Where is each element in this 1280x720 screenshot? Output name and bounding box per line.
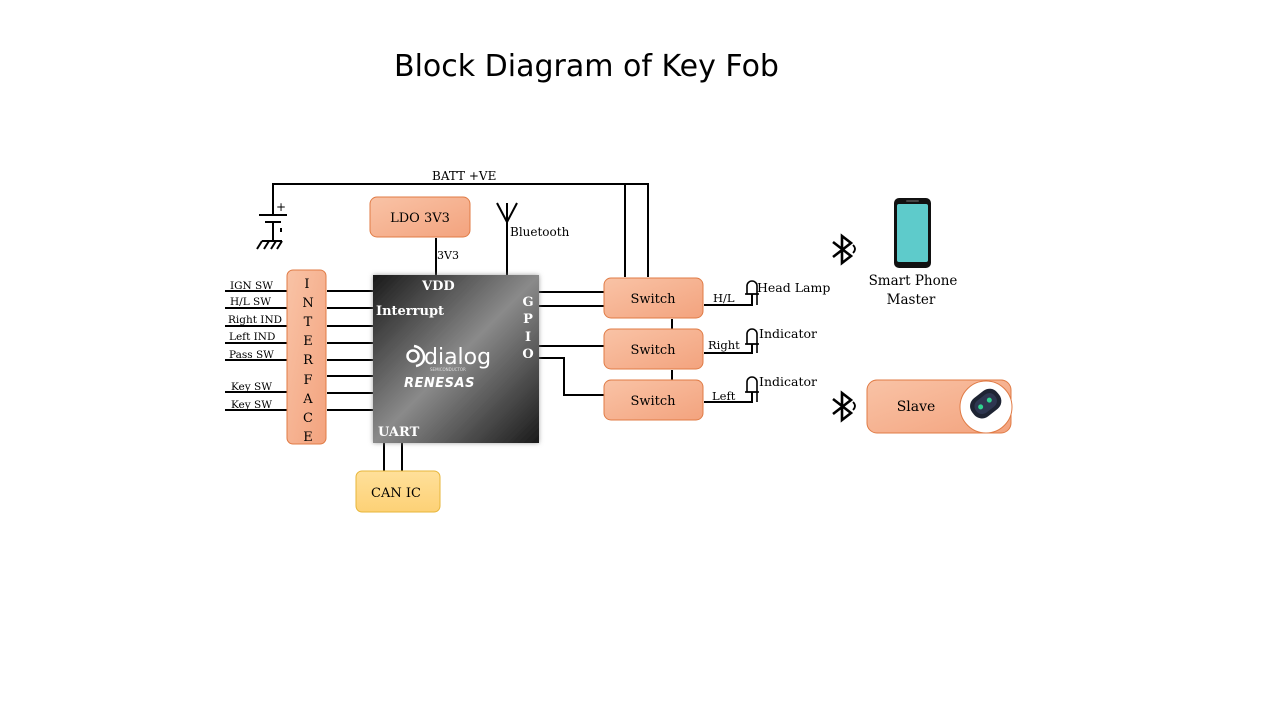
key-fob-icon (970, 388, 1002, 419)
interface-letter: R (303, 353, 314, 368)
input-label: Pass SW (229, 349, 274, 361)
mcu-interrupt-label: Interrupt (376, 304, 444, 319)
phone-label-line2: Master (887, 292, 936, 308)
interface-letter: A (302, 392, 313, 407)
bluetooth-icon (832, 233, 856, 266)
input-label: Key SW (231, 381, 272, 393)
load-label: Head Lamp (757, 280, 830, 295)
can-ic-label: CAN IC (371, 486, 421, 501)
interface-letter: N (302, 296, 313, 311)
load-label: Indicator (759, 326, 817, 341)
dialog-logo-icon (406, 344, 426, 368)
bluetooth-icon (832, 390, 856, 423)
gpio-letter: O (522, 347, 533, 362)
gpio-letter: G (522, 295, 533, 310)
signal-label: Left (712, 389, 736, 403)
led-icon (745, 280, 759, 305)
switch-block (603, 277, 704, 319)
switch-label: Switch (630, 292, 676, 307)
slave-label: Slave (897, 399, 936, 415)
input-label: Key SW (231, 399, 272, 411)
phone-label-line1: Smart Phone (869, 273, 958, 289)
led-icon (745, 328, 759, 353)
gpio-letter: P (523, 312, 533, 327)
gpio-wire (539, 357, 604, 396)
interface-letter: T (304, 315, 313, 330)
interface-letter: F (303, 373, 312, 388)
led-icon (745, 376, 759, 402)
interface-letters: I N T E R F A C E (302, 277, 314, 445)
load-label: Indicator (759, 374, 817, 389)
wires (225, 183, 753, 471)
switch-output-wire (704, 392, 753, 403)
input-labels: IGN SW H/L SW Right IND Left IND Pass SW… (228, 280, 282, 411)
mcu-vdd-label: VDD (421, 279, 455, 294)
antenna-label: Bluetooth (510, 225, 570, 239)
switch-block (603, 328, 704, 370)
switch-output-wire (704, 294, 753, 306)
signal-label: H/L (713, 291, 735, 305)
dialog-logo-subtext: SEMICONDUCTOR (430, 367, 466, 372)
ldo-label: LDO 3V3 (390, 211, 450, 226)
input-label: Right IND (228, 314, 282, 326)
renesas-logo-text: RENESAS (404, 376, 475, 391)
switch-block (603, 379, 704, 421)
mcu-chip (373, 275, 539, 443)
switch-output-wire (704, 344, 753, 354)
interface-block (286, 269, 327, 445)
interface-letter: E (303, 430, 313, 445)
mcu-uart-label: UART (378, 425, 420, 440)
battery-plus-label: + (276, 200, 286, 214)
input-label: Left IND (229, 331, 275, 343)
input-label: H/L SW (230, 296, 271, 308)
ldo-block (369, 196, 471, 238)
battery-line-label: BATT +VE (432, 169, 496, 183)
input-label: IGN SW (230, 280, 273, 292)
interface-letter: I (304, 277, 309, 292)
mcu-gpio-label: G P I O (522, 295, 533, 362)
antenna-icon (496, 202, 518, 223)
smartphone-icon (894, 198, 931, 268)
dialog-logo-text: dialog (424, 345, 491, 370)
can-ic-block (355, 470, 441, 513)
switch-label: Switch (630, 394, 676, 409)
page-title: Block Diagram of Key Fob (394, 49, 779, 84)
battery-icon (256, 214, 287, 250)
interface-letter: C (303, 411, 313, 426)
interface-letter: E (303, 334, 313, 349)
signal-label: Right (708, 338, 740, 352)
battery-wire (272, 183, 649, 277)
ldo-output-label: 3V3 (437, 249, 459, 262)
switch-label: Switch (630, 343, 676, 358)
gpio-letter: I (525, 330, 531, 345)
